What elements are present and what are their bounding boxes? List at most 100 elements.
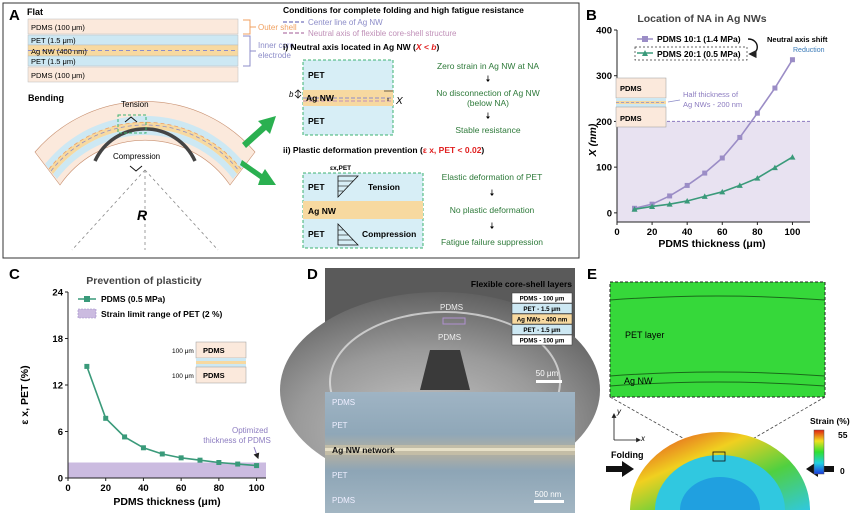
cond1-x-label: X — [395, 96, 403, 107]
sem-legend-text: PET - 1.5 μm — [523, 327, 561, 334]
chart-c-legend: PDMS (0.5 MPa) Strain limit range of PET… — [77, 294, 223, 319]
y-tick-label: 400 — [596, 26, 612, 37]
cond2-step-3: Fatigue failure suppression — [441, 237, 543, 247]
series-point-0 — [719, 155, 725, 161]
series-point-0 — [702, 170, 708, 176]
series-point-1 — [719, 188, 726, 195]
x-tick-label: 20 — [647, 227, 658, 238]
x-tick-label: 0 — [65, 483, 70, 494]
inset-c-top-dim: 100 μm — [172, 348, 194, 355]
y-tick-label: 18 — [52, 334, 63, 345]
inner-core-label-2: electrode — [258, 51, 291, 60]
sem-legend-text: Ag NWs - 400 nm — [517, 317, 568, 324]
chart-b-ylabel: X (nm) — [587, 123, 599, 157]
chart-b-legend-2: PDMS 20:1 (0.5 MPa) — [657, 49, 741, 59]
series-point-0 — [235, 461, 241, 467]
inset-c-bottom-dim: 100 μm — [172, 373, 194, 380]
panel-letter-b: B — [586, 7, 597, 24]
panel-a: A Flat PDMS (100 μm) PET (1.5 μm) Ag NW … — [2, 2, 580, 259]
flat-layer-label-3: Ag NW (400 nm) — [31, 47, 87, 56]
optical-scale-label: 500 nm — [535, 490, 562, 499]
axis-y-label: y — [616, 407, 622, 416]
inset-b-top: PDMS — [620, 84, 642, 93]
series-point-0 — [159, 451, 165, 457]
cond1-pet-top: PET — [308, 70, 325, 80]
inset-c-bottom: PDMS — [203, 371, 225, 380]
legend-center-line: Center line of Ag NW — [308, 18, 383, 27]
y-tick-label: 200 — [596, 117, 612, 128]
series-point-0 — [789, 57, 795, 63]
series-point-0 — [737, 134, 743, 140]
chart-band — [68, 462, 266, 478]
chart-b-xlabel: PDMS thickness (μm) — [658, 238, 765, 250]
colorbar-max: 55 — [838, 430, 848, 440]
panel-e: E PET layer Ag NW y x Folding Strain (%)… — [587, 266, 850, 510]
flat-layer-1 — [27, 18, 239, 35]
series-point-1 — [649, 203, 656, 209]
series-point-0 — [84, 363, 90, 369]
x-tick-label: 60 — [176, 483, 187, 494]
inset-b-note-2: Ag NWs - 200 nm — [683, 100, 742, 109]
chart-b-annotation-reduction: Reduction — [793, 47, 825, 54]
series-point-0 — [667, 193, 673, 199]
tension-label: Tension — [121, 100, 149, 109]
sem-legend-row — [511, 324, 573, 335]
optical-label-1: PDMS — [332, 398, 355, 407]
optical-scale-bar — [534, 500, 564, 503]
radius-label: R — [137, 207, 148, 223]
y-tick-label: 24 — [52, 288, 63, 299]
cond1-pet-bottom: PET — [308, 116, 325, 126]
series-point-0 — [103, 415, 109, 421]
series-point-0 — [122, 434, 128, 440]
sem-legend-row — [511, 292, 573, 304]
cond1-step-1: Zero strain in Ag NW at NA — [437, 61, 539, 71]
sem-legend-text: PDMS - 100 μm — [520, 338, 565, 345]
y-tick-label: 6 — [58, 427, 63, 438]
cond2-eps-label: εx,PET — [330, 165, 351, 172]
series-point-0 — [216, 460, 222, 465]
cond2-agnw: Ag NW — [308, 206, 337, 216]
cond1-step-4: Stable resistance — [455, 125, 520, 135]
flat-layer-5 — [27, 66, 239, 83]
agnw-label-e: Ag NW — [624, 376, 653, 386]
sem-label-top: PDMS — [440, 303, 463, 312]
inset-b-note-1: Half thickness of — [683, 90, 739, 99]
series-point-1 — [754, 175, 761, 181]
cond2-tension: Tension — [368, 182, 400, 192]
x-tick-label: 40 — [138, 483, 149, 494]
cond2-step-1: Elastic deformation of PET — [442, 172, 543, 182]
condition-1-box — [294, 59, 394, 136]
y-tick-label: 12 — [52, 381, 63, 392]
chart-b-inset: PDMS PDMS Half thickness of Ag NWs - 200… — [615, 77, 742, 128]
flat-label: Flat — [27, 7, 43, 17]
x-tick-label: 0 — [614, 227, 619, 238]
sem-legend-row — [511, 313, 573, 325]
chart-b-legend-1: PDMS 10:1 (1.4 MPa) — [657, 34, 741, 44]
cond2-arrow-2: 🠇 — [490, 221, 495, 231]
chart-c-annotation-2: thickness of PDMS — [203, 436, 271, 445]
y-tick-label: 0 — [58, 474, 63, 485]
sem-legend: PDMS - 100 μm PET - 1.5 μm Ag NWs - 400 nm… — [511, 292, 573, 346]
sem-legend-text: PDMS - 100 μm — [520, 296, 565, 303]
series-point-0 — [772, 85, 778, 91]
cond1-arrow-2: 🠇 — [486, 111, 491, 121]
green-arrow-up — [242, 116, 276, 148]
optical-label-4: PET — [332, 471, 348, 480]
chart-c-title: Prevention of plasticity — [86, 275, 202, 287]
cond2-pet-bottom: PET — [308, 229, 325, 239]
y-tick-label: 100 — [596, 163, 612, 174]
series-point-1 — [771, 164, 778, 171]
strain-dome — [630, 432, 810, 510]
cond1-b-label: b — [289, 90, 294, 99]
flat-layer-label-2: PET (1.5 μm) — [31, 36, 76, 45]
folding-arrow-left — [606, 461, 634, 477]
cond1-agnw: Ag NW — [306, 93, 335, 103]
colorbar-min: 0 — [840, 466, 845, 476]
flat-layer-label-4: PET (1.5 μm) — [31, 57, 76, 66]
optical-image — [325, 392, 575, 513]
chart-c-legend-swatch — [77, 308, 97, 319]
series-point-1 — [631, 206, 638, 212]
